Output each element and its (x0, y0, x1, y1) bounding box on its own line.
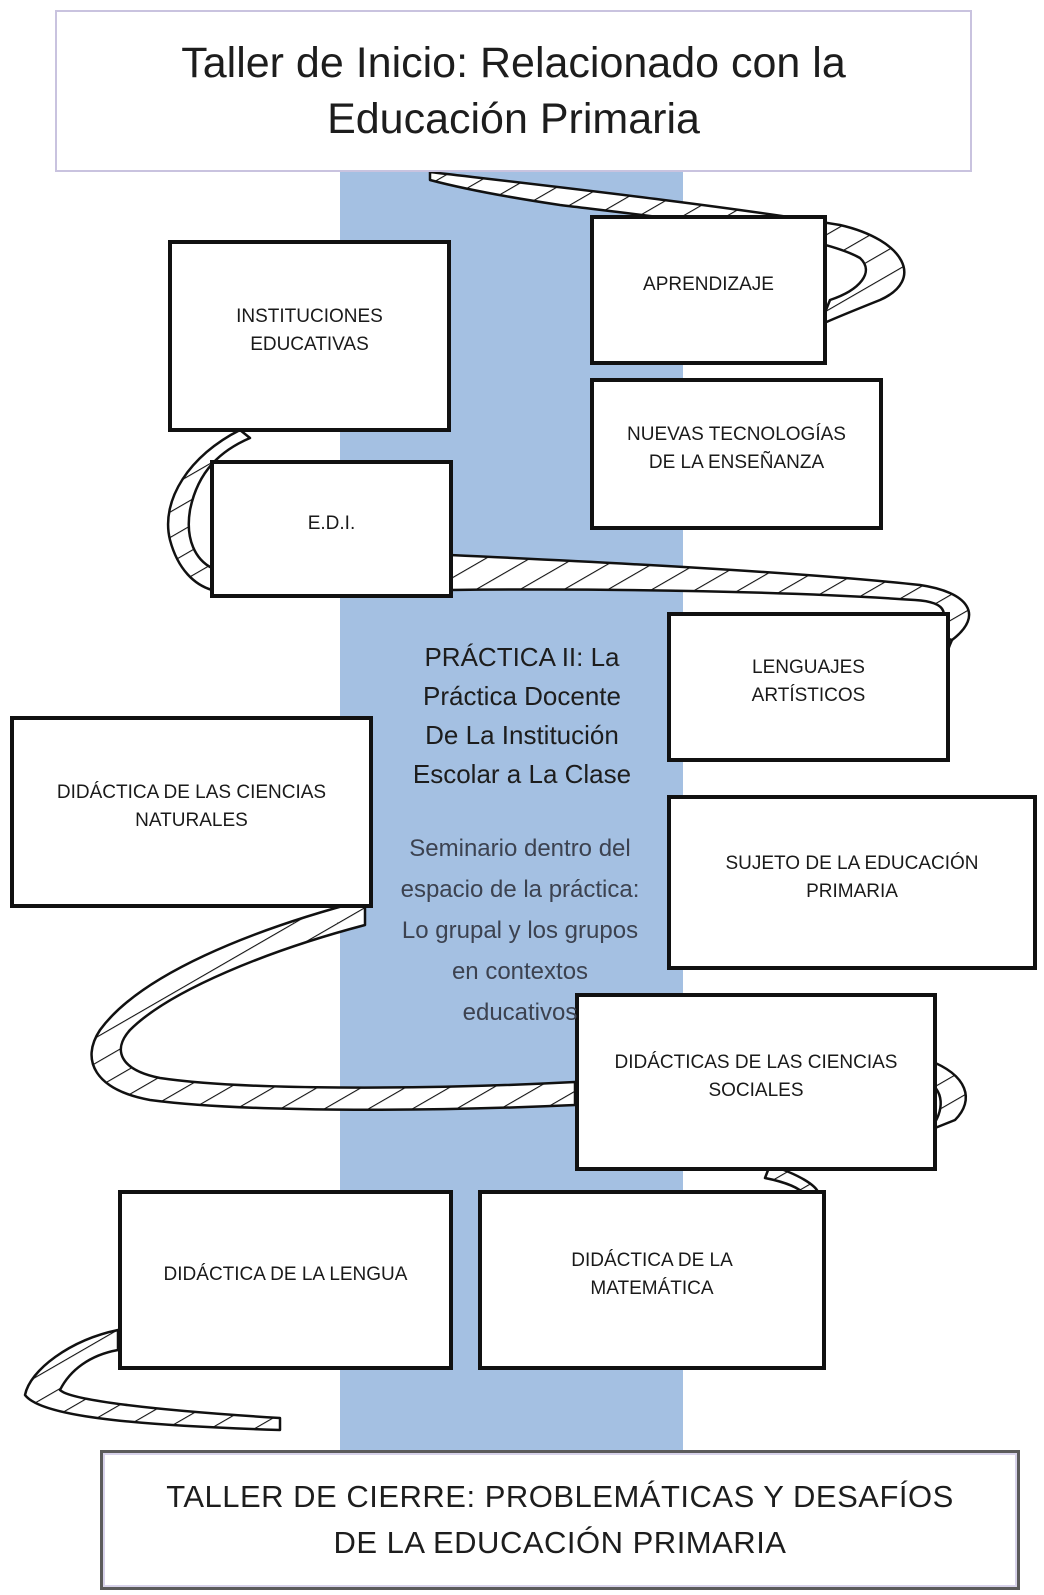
box-matematica: DIDÁCTICA DE LA MATEMÁTICA (478, 1190, 826, 1370)
box-ciencias-naturales-label: DIDÁCTICA DE LAS CIENCIAS NATURALES (56, 782, 327, 831)
box-instituciones-educativas-label: INSTITUCIONES EDUCATIVAS (236, 306, 383, 355)
start-workshop-title: Taller de Inicio: Relacionado con la Edu… (181, 39, 846, 143)
box-sujeto-educacion-label: SUJETO DE LA EDUCACIÓN PRIMARIA (725, 852, 979, 902)
box-nuevas-tecnologias-label: NUEVAS TECNOLOGÍAS DE LA ENSEÑANZA (627, 424, 846, 473)
box-edi: E.D.I. (210, 460, 453, 598)
box-lenguajes-artisticos-label: LENGUAJES ARTÍSTICOS (751, 657, 866, 706)
closing-workshop-title: TALLER DE CIERRE: PROBLEMÁTICAS Y DESAFÍ… (166, 1479, 954, 1560)
practica-title: PRÁCTICA II: La Práctica Docente De La I… (412, 642, 632, 789)
box-ciencias-sociales: DIDÁCTICAS DE LAS CIENCIAS SOCIALES (575, 993, 937, 1171)
seminario-subtitle: Seminario dentro del espacio de la práct… (400, 835, 640, 1026)
box-ciencias-naturales: DIDÁCTICA DE LAS CIENCIAS NATURALES (10, 716, 373, 908)
box-aprendizaje-label: APRENDIZAJE (643, 274, 774, 295)
box-nuevas-tecnologias: NUEVAS TECNOLOGÍAS DE LA ENSEÑANZA (590, 378, 883, 530)
box-instituciones-educativas: INSTITUCIONES EDUCATIVAS (168, 240, 451, 432)
box-aprendizaje: APRENDIZAJE (590, 215, 827, 365)
box-matematica-label: DIDÁCTICA DE LA MATEMÁTICA (571, 1250, 733, 1299)
box-lengua: DIDÁCTICA DE LA LENGUA (118, 1190, 453, 1370)
box-lenguajes-artisticos: LENGUAJES ARTÍSTICOS (667, 612, 950, 762)
box-ciencias-sociales-label: DIDÁCTICAS DE LAS CIENCIAS SOCIALES (614, 1052, 898, 1101)
start-workshop-title-box: Taller de Inicio: Relacionado con la Edu… (55, 10, 972, 172)
box-sujeto-educacion: SUJETO DE LA EDUCACIÓN PRIMARIA (667, 795, 1037, 970)
box-edi-label: E.D.I. (307, 513, 356, 534)
closing-workshop-title-box: TALLER DE CIERRE: PROBLEMÁTICAS Y DESAFÍ… (100, 1450, 1020, 1590)
box-lengua-label: DIDÁCTICA DE LA LENGUA (163, 1264, 408, 1285)
